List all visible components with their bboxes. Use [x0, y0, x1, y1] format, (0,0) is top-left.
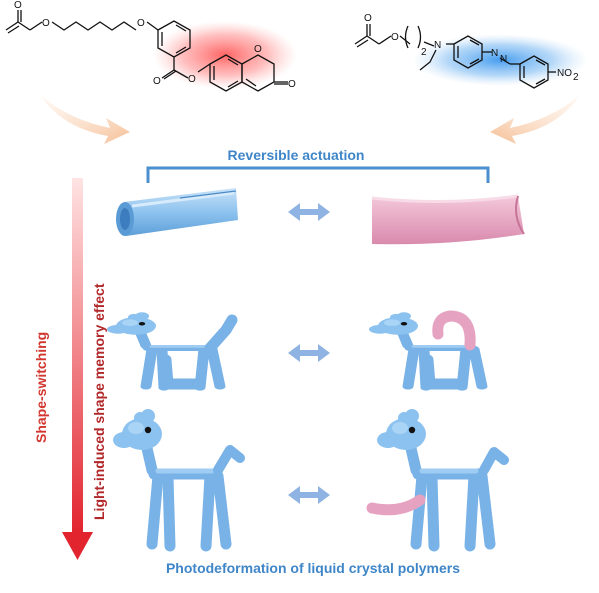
double-arrow-row-2	[288, 344, 330, 362]
right-molecule-atoms: O O 2 N N N NO 2	[364, 13, 579, 83]
right-molecule	[354, 24, 556, 89]
shape-switching-arrow-head	[62, 532, 93, 560]
svg-text:O: O	[288, 79, 296, 90]
orange-curved-arrow-left	[40, 95, 130, 144]
shape-switching-label: Shape-switching	[33, 331, 49, 443]
standing-dog-left	[113, 409, 245, 546]
svg-text:O: O	[137, 18, 145, 29]
svg-text:NO: NO	[557, 68, 572, 79]
curled-sheet-shape	[371, 194, 525, 245]
svg-text:O: O	[188, 74, 196, 85]
blue-glow	[412, 34, 588, 86]
svg-text:N: N	[491, 48, 498, 59]
svg-text:N: N	[434, 40, 441, 51]
left-molecule-atoms: O O O O O O O	[14, 0, 296, 90]
sitting-dog-left	[107, 312, 238, 387]
svg-text:O: O	[391, 32, 399, 43]
actuation-bracket	[146, 166, 490, 183]
svg-text:O: O	[254, 44, 262, 55]
orange-curved-arrow-right	[490, 95, 580, 144]
double-arrow-row-1	[288, 203, 330, 221]
shape-memory-label: Light-induced shape memory effect	[91, 283, 107, 520]
svg-text:N: N	[500, 54, 507, 65]
svg-text:2: 2	[573, 72, 579, 83]
rolled-tube-shape	[116, 188, 238, 236]
standing-dog-right	[366, 409, 509, 546]
double-arrow-row-3	[288, 486, 330, 504]
left-molecule	[5, 10, 288, 92]
shape-switching-arrow-shaft	[72, 178, 83, 534]
photodeformation-label: Photodeformation of liquid crystal polym…	[165, 560, 461, 576]
svg-text:O: O	[14, 0, 22, 11]
svg-text:O: O	[42, 18, 50, 29]
svg-text:O: O	[153, 76, 161, 87]
svg-text:2: 2	[421, 47, 427, 58]
sitting-dog-right	[369, 312, 482, 387]
svg-text:O: O	[364, 13, 372, 24]
reversible-actuation-label: Reversible actuation	[227, 147, 365, 163]
